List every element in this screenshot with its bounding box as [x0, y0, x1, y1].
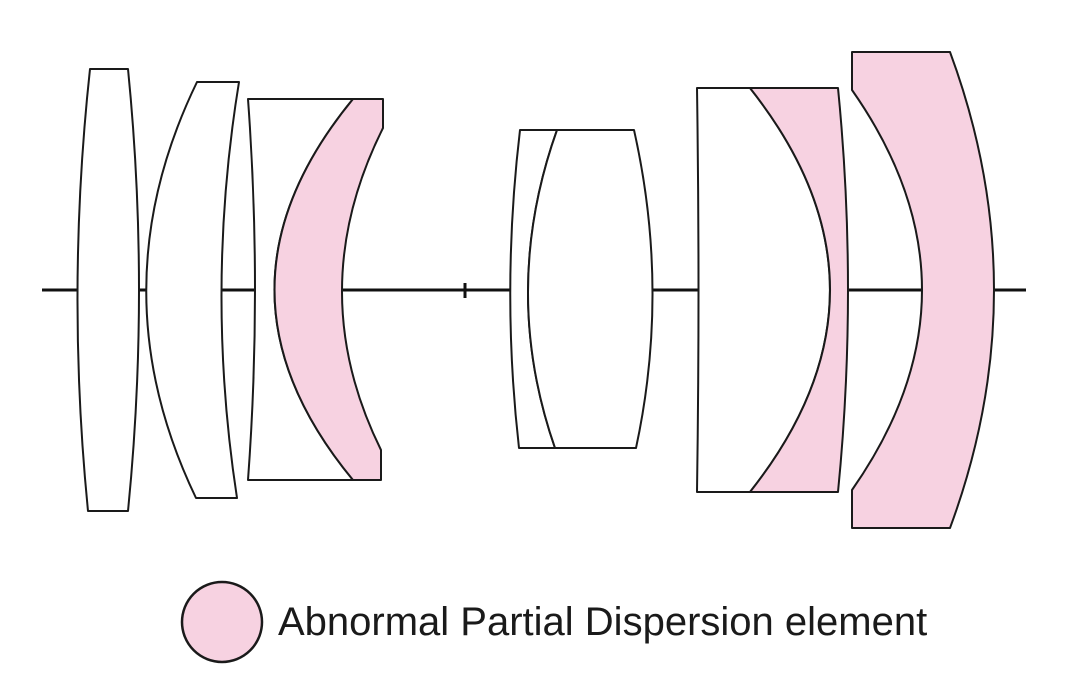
- lens-element-8: [749, 87, 849, 493]
- lens-element-1: [76, 68, 140, 512]
- lens-element-4: [273, 98, 384, 481]
- legend-swatch: [180, 580, 264, 664]
- legend-label: Abnormal Partial Dispersion element: [278, 600, 928, 644]
- lens-element-2: [145, 81, 240, 499]
- lens-element-6: [527, 129, 654, 449]
- lens-element-9: [851, 51, 995, 529]
